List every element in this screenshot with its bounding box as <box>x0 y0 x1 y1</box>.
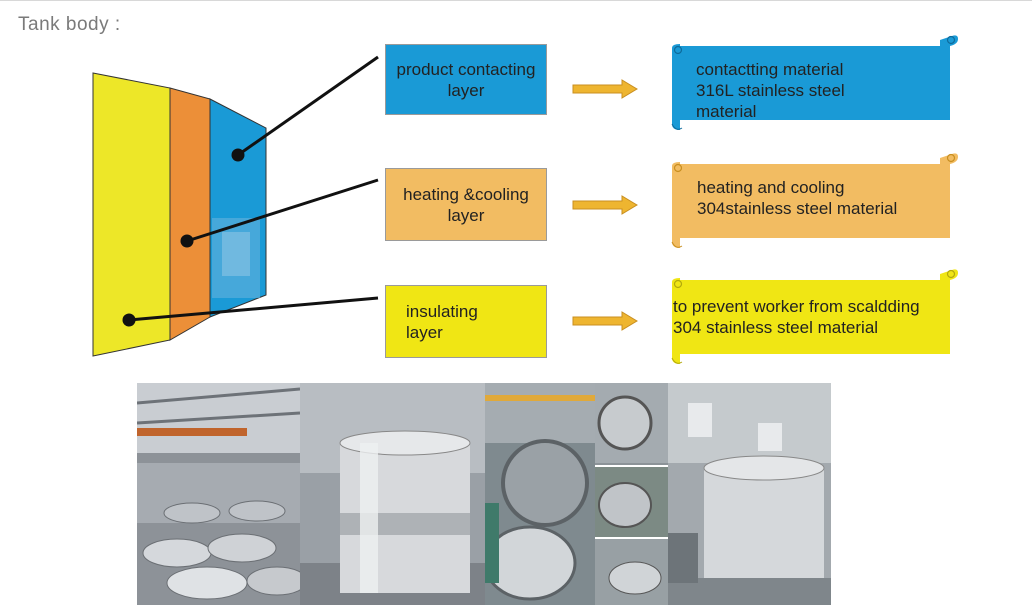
factory-photo-vessel-interior <box>485 383 595 605</box>
scroll-banner-contact <box>671 35 958 130</box>
material-text-contact-line2: 316L stainless steel <box>696 81 845 100</box>
scroll-banner-insulating <box>671 269 958 364</box>
material-text-insulating-line1: to prevent worker from scaldding <box>673 297 920 316</box>
factory-photo-dished-heads <box>137 383 300 605</box>
material-text-insulating: to prevent worker from scaldding 304 sta… <box>673 296 920 338</box>
layer-box-contact-line2: layer <box>447 80 485 100</box>
arrow-right-icon <box>572 79 638 99</box>
factory-photo-kettle <box>668 383 831 605</box>
material-text-contact-line1: contactting material <box>696 60 844 79</box>
connector-line-insulating <box>128 296 379 322</box>
arrow-right-icon <box>572 195 638 215</box>
factory-photo-cylinder <box>300 383 485 605</box>
connector-dot-insulating <box>122 313 136 327</box>
connector-line-heating <box>186 178 379 243</box>
connector-line-contact <box>237 55 379 157</box>
arrow-right-icon <box>572 311 638 331</box>
connector-dot-contact <box>231 148 245 162</box>
layer-box-insulating-line1: insulating <box>406 301 478 321</box>
top-divider <box>0 0 1032 1</box>
material-text-heating-line1: heating and cooling <box>697 178 845 197</box>
material-text-insulating-line2: 304 stainless steel material <box>673 318 879 337</box>
layer-box-contact-line1: product contacting <box>396 59 536 79</box>
material-text-heating: heating and cooling 304stainless steel m… <box>697 177 897 219</box>
material-text-contact: contactting material 316L stainless stee… <box>696 59 845 122</box>
material-text-heating-line2: 304stainless steel material <box>697 199 898 218</box>
page-title: Tank body : <box>18 14 121 35</box>
factory-photo-collage <box>595 383 668 605</box>
scroll-banner-heating <box>671 153 958 248</box>
layer-box-insulating: insulating layer <box>385 285 547 358</box>
insulating-wall-layer <box>92 72 171 357</box>
material-text-contact-line3: material <box>696 102 757 121</box>
layer-box-contact: product contacting layer <box>385 44 547 115</box>
layer-box-insulating-line2: layer <box>406 322 443 342</box>
layer-box-heating-line1: heating &cooling <box>403 184 529 204</box>
layer-box-heating: heating &cooling layer <box>385 168 547 241</box>
layer-box-heating-line2: layer <box>447 205 485 225</box>
heating-wall-layer <box>169 87 211 341</box>
connector-dot-heating <box>180 234 194 248</box>
